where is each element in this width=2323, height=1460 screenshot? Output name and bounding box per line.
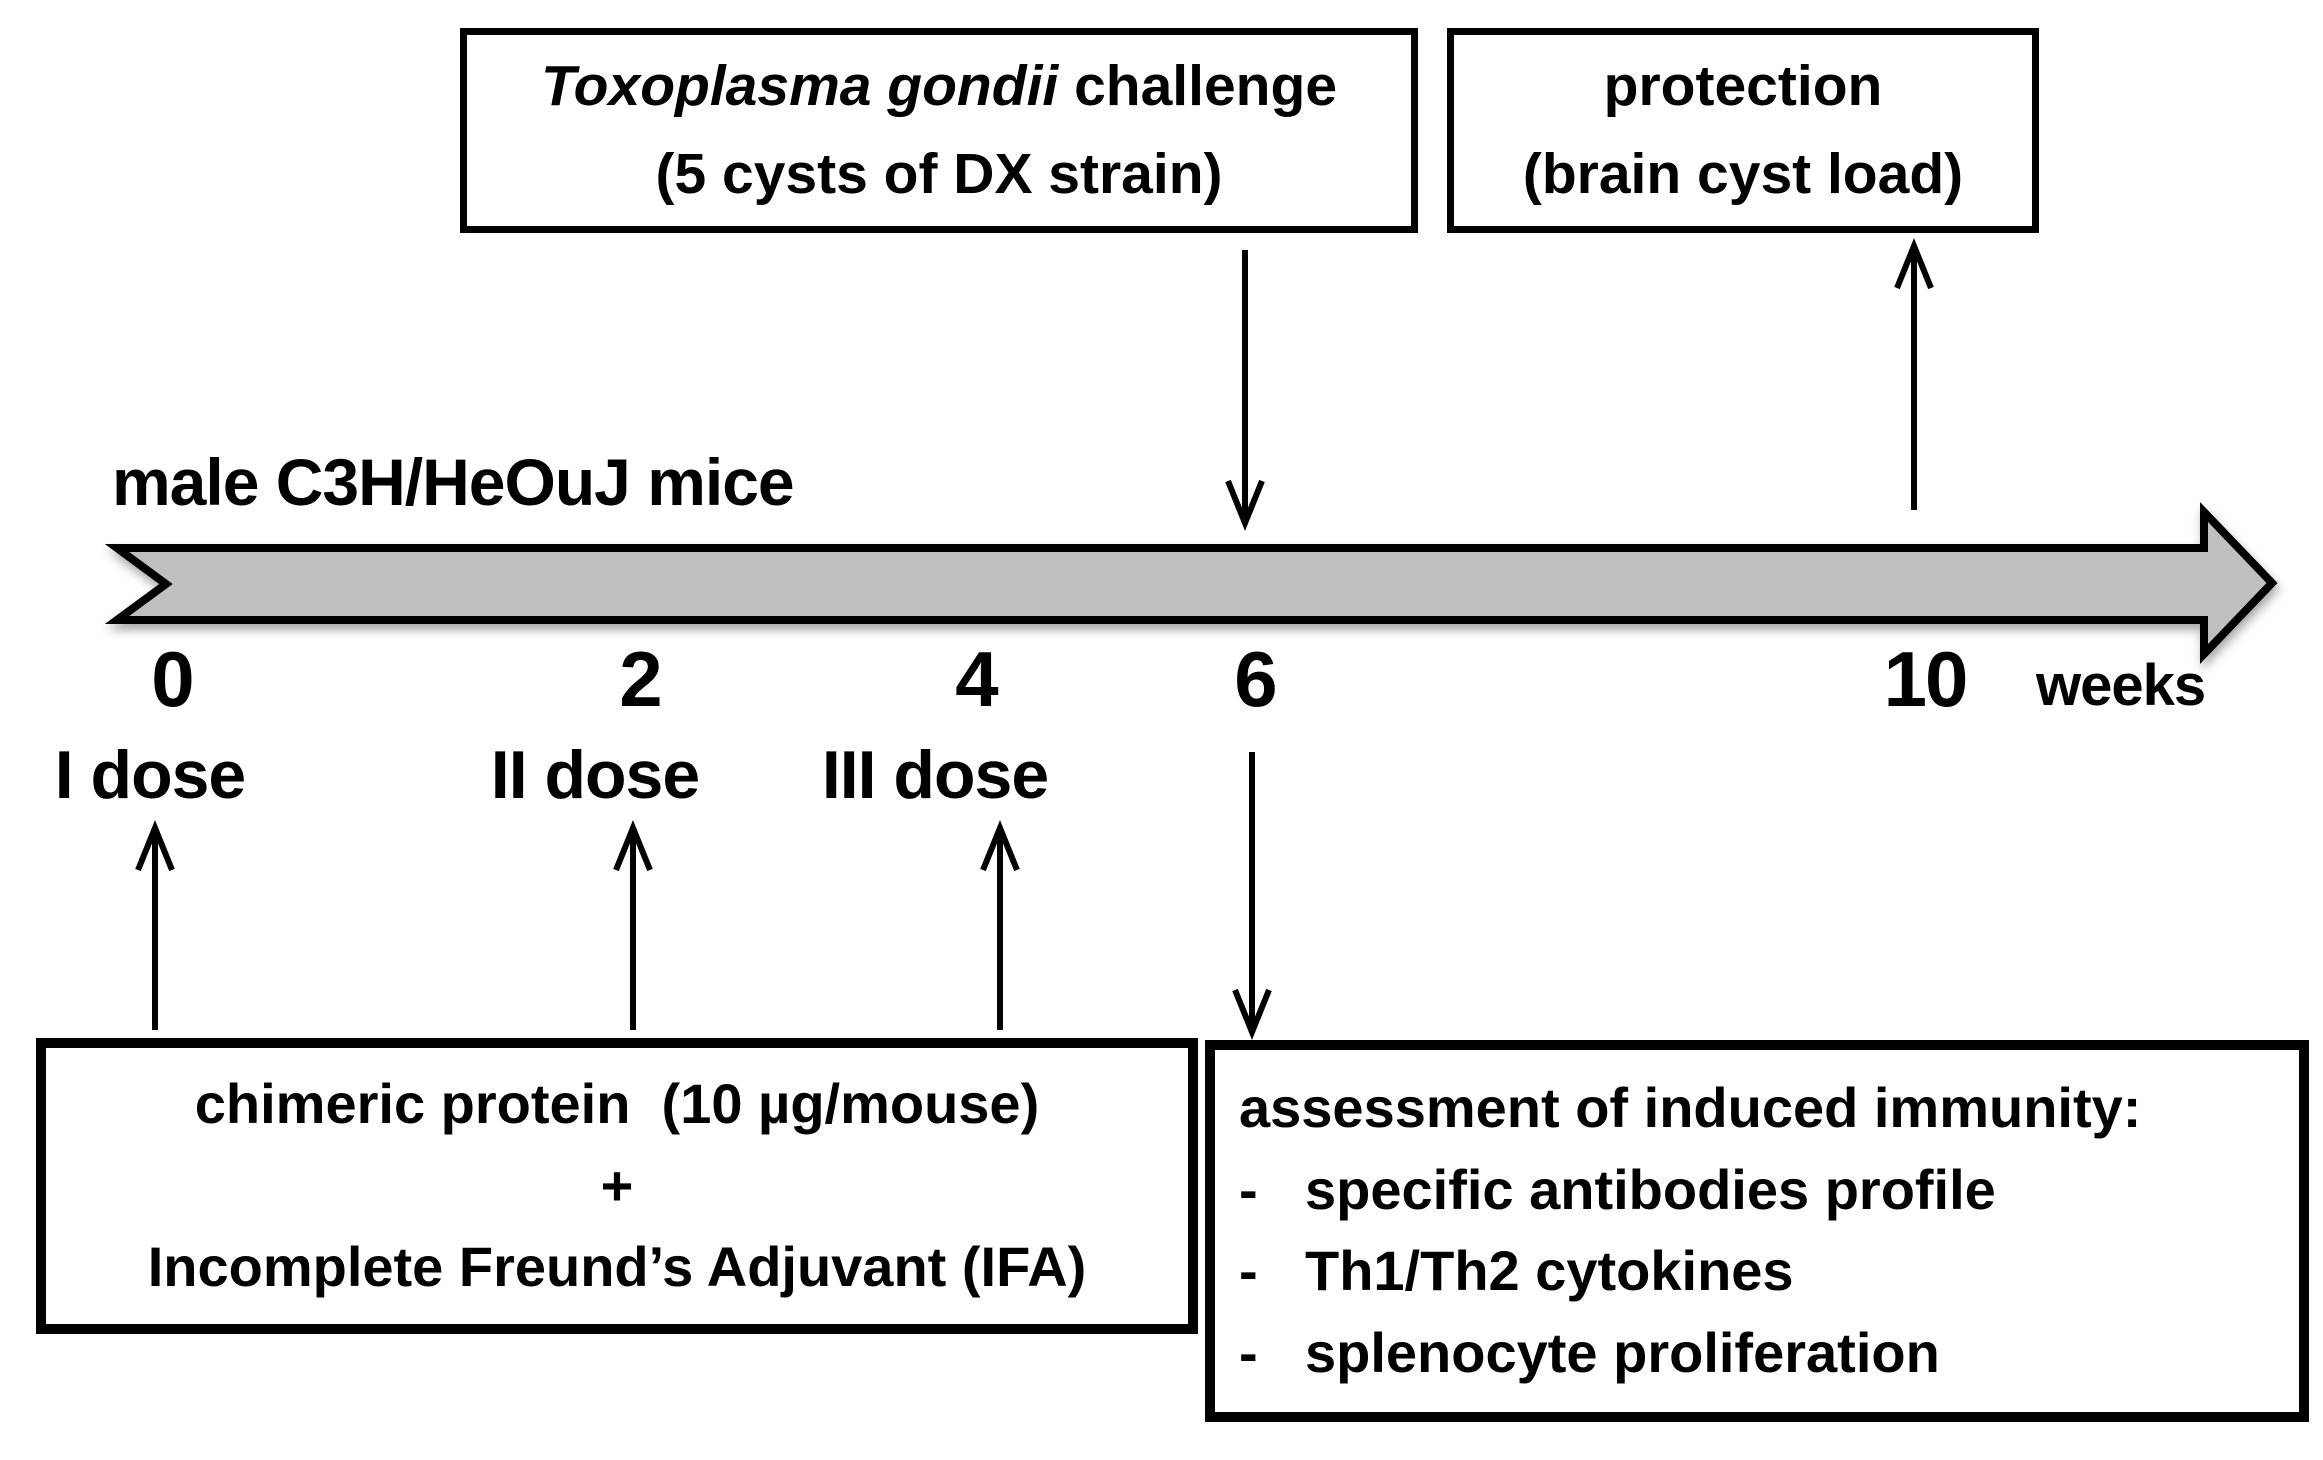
vaccine-plus: +	[600, 1153, 634, 1217]
weeks-unit-label: weeks	[2036, 653, 2206, 718]
vaccine-line1: chimeric protein (10 µg/mouse)	[194, 1071, 1040, 1135]
assessment-bullet-1: - specific antibodies profile	[1239, 1157, 2275, 1222]
dose-3-up-arrow	[980, 820, 1020, 1030]
timeline-arrow	[104, 502, 2278, 664]
challenge-organism: Toxoplasma gondii	[540, 53, 1059, 118]
challenge-box: Toxoplasma gondii challenge (5 cysts of …	[460, 28, 1418, 233]
assessment-bullet-2-text: Th1/Th2 cytokines	[1305, 1239, 1794, 1303]
assessment-bullet-1-text: specific antibodies profile	[1305, 1157, 1996, 1221]
vaccine-line3: Incomplete Freund’s Adjuvant (IFA)	[147, 1235, 1087, 1299]
protection-up-arrow	[1894, 238, 1934, 510]
assessment-down-arrow	[1232, 752, 1272, 1040]
protection-line1: protection	[1603, 53, 1883, 118]
week-tick-6: 6	[1234, 635, 1277, 723]
assessment-title: assessment of induced immunity:	[1239, 1076, 2142, 1140]
protection-line2: (brain cyst load)	[1522, 141, 1964, 206]
week-tick-4: 4	[955, 635, 998, 723]
dose-3-label: III dose	[821, 737, 1049, 813]
dose-2-label: II dose	[490, 737, 700, 813]
assessment-box: assessment of induced immunity: - specif…	[1205, 1040, 2309, 1422]
dose-1-label: I dose	[54, 737, 246, 813]
assessment-bullet-3: - splenocyte proliferation	[1239, 1321, 2275, 1385]
subject-label: male C3H/HeOuJ mice	[112, 445, 795, 519]
week-tick-2: 2	[619, 635, 662, 723]
vaccine-box: chimeric protein (10 µg/mouse) + Incompl…	[36, 1038, 1198, 1334]
bullet-dash: -	[1239, 1157, 1258, 1221]
assessment-bullet-3-text: splenocyte proliferation	[1305, 1321, 1940, 1385]
week-tick-0: 0	[151, 635, 194, 723]
challenge-line1: Toxoplasma gondii challenge	[540, 53, 1338, 119]
bullet-dash: -	[1239, 1321, 1258, 1385]
assessment-bullet-2: - Th1/Th2 cytokines	[1239, 1240, 2275, 1303]
challenge-line1-rest: challenge	[1058, 53, 1338, 118]
week-tick-10: 10	[1883, 635, 1969, 723]
dose-2-up-arrow	[613, 820, 653, 1030]
challenge-down-arrow	[1225, 250, 1265, 531]
dose-1-up-arrow	[135, 820, 175, 1030]
challenge-line2: (5 cysts of DX strain)	[655, 141, 1223, 206]
protection-box: protection (brain cyst load)	[1447, 28, 2039, 233]
bullet-dash: -	[1239, 1239, 1258, 1303]
